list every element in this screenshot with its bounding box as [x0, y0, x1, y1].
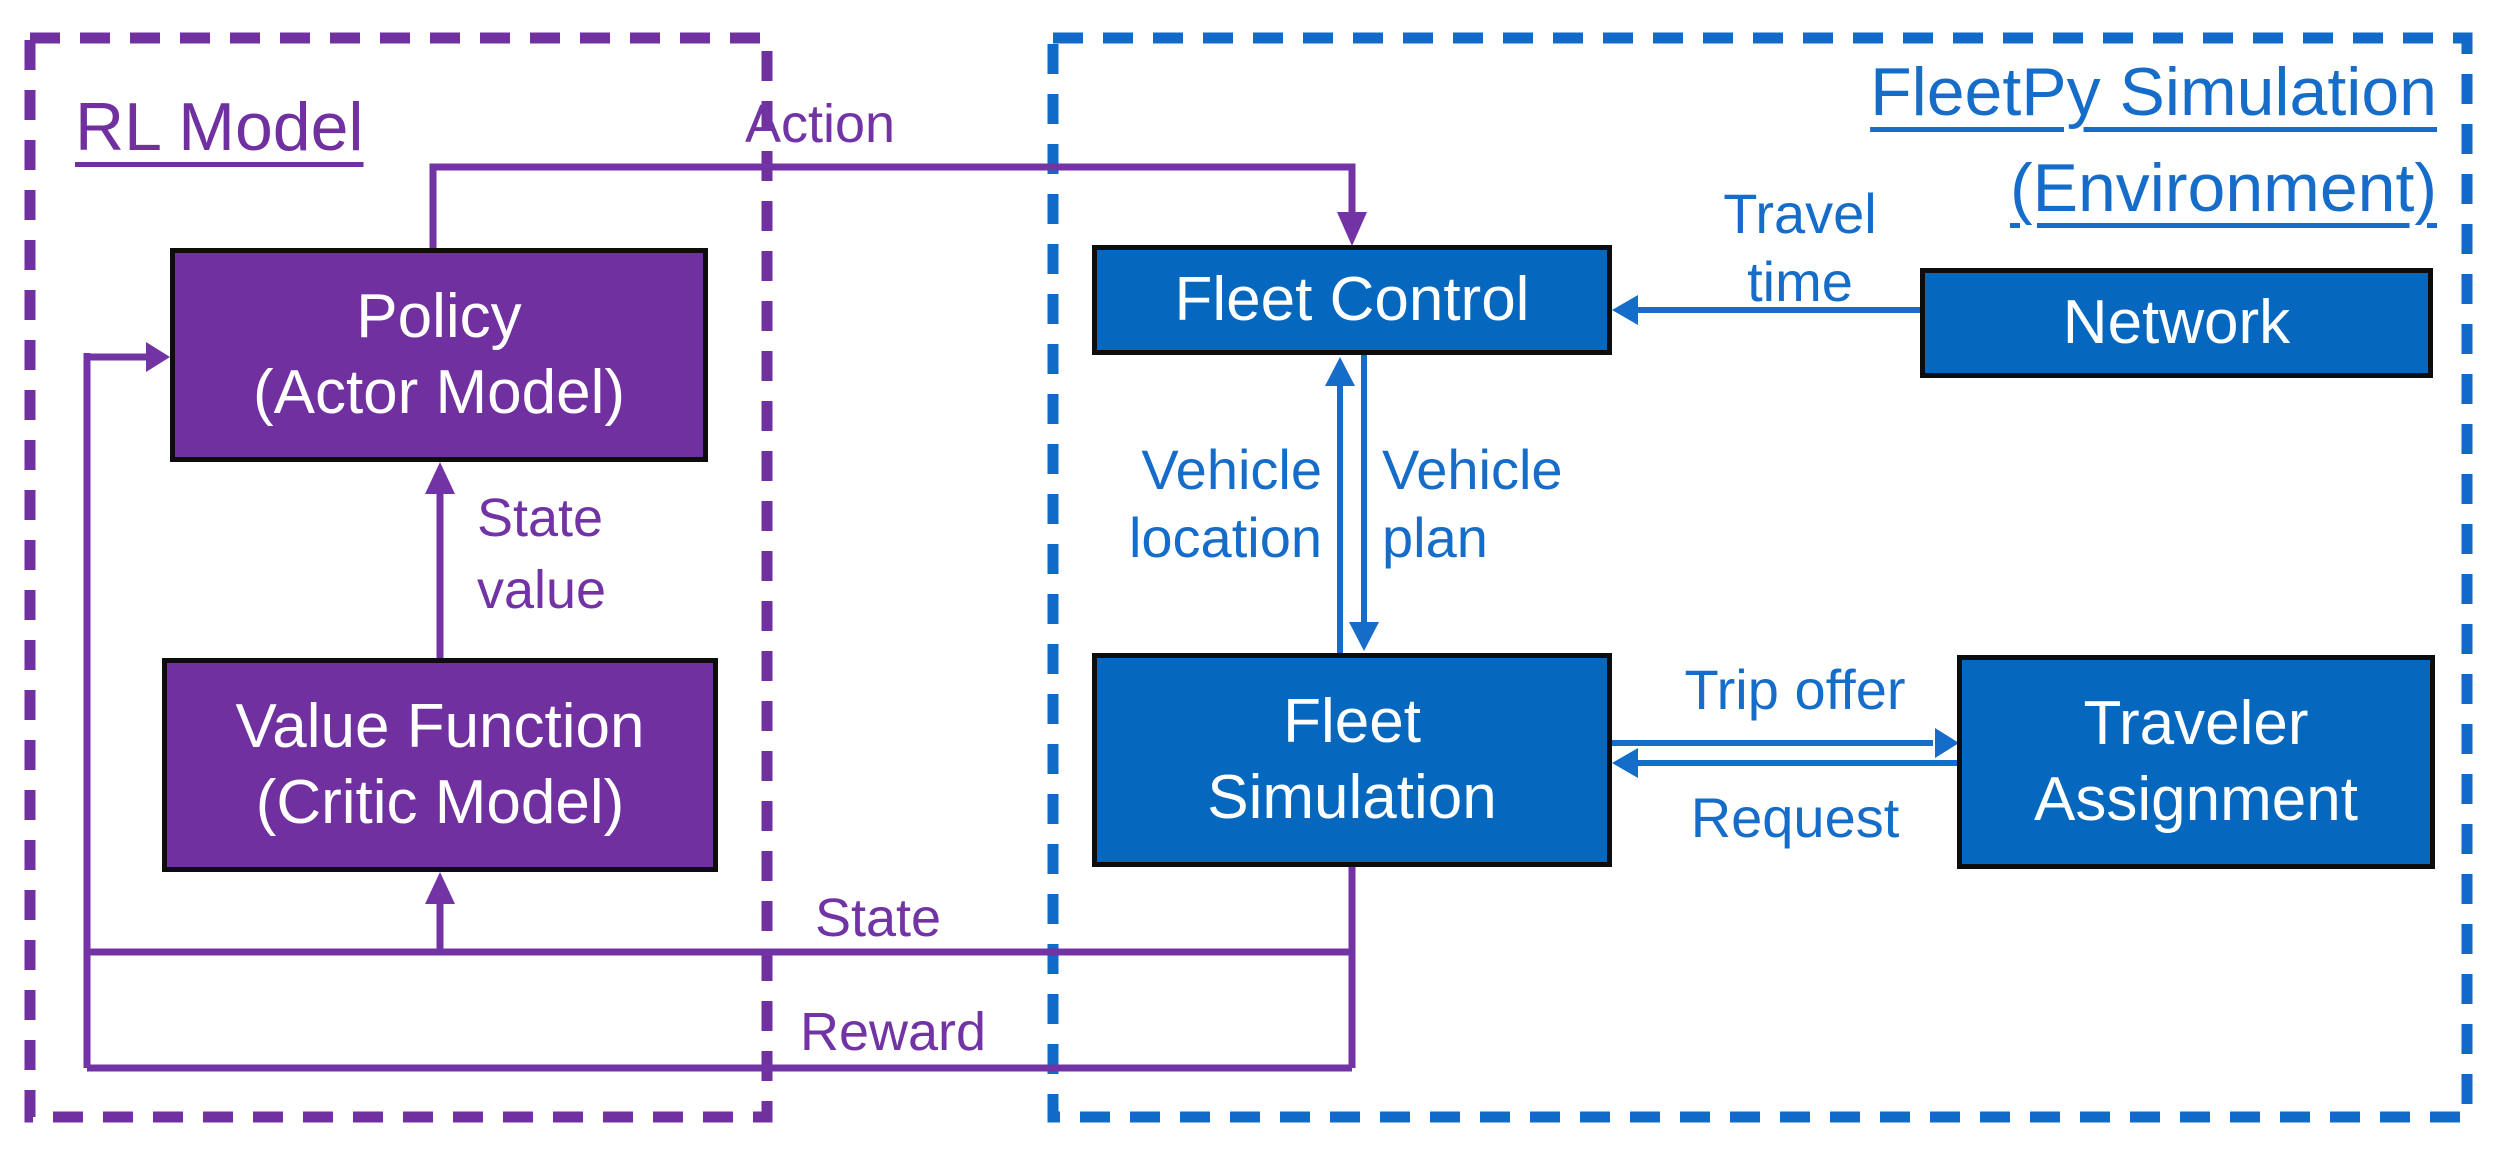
rl-model-dashed-border — [24, 32, 773, 1123]
network-label: Network — [2062, 288, 2291, 357]
action-label: Action — [745, 94, 896, 154]
vehicle-plan-label-line1: Vehicle — [1382, 438, 1563, 501]
traveler-assignment-label-line1: Traveler — [2083, 689, 2309, 758]
value-function-box: Value Function (Critic Model) — [162, 658, 718, 872]
fleet-control-box: Fleet Control — [1092, 245, 1612, 355]
fleetpy-dashed-border — [1047, 32, 2473, 1123]
traveler-assignment-box: Traveler Assignment — [1957, 655, 2435, 869]
network-box: Network — [1920, 268, 2433, 378]
travel-time-label: Travel time — [1660, 180, 1940, 316]
state-value-label-line1: State — [477, 488, 604, 548]
travel-time-arrowhead-icon — [1612, 295, 1638, 325]
state-label: State — [815, 888, 942, 948]
vehicle-location-label: Vehicle location — [1129, 436, 1322, 572]
fleet-simulation-label-line2: Simulation — [1207, 763, 1497, 832]
state-value-arrowhead-icon — [425, 462, 455, 494]
rl-model-title-text: RL Model — [75, 89, 364, 165]
trip-offer-arrowhead-icon — [1935, 728, 1959, 758]
reward-label: Reward — [800, 1002, 987, 1062]
vehicle-location-label-line2: location — [1128, 506, 1322, 569]
traveler-assignment-label-line2: Assignment — [2034, 765, 2358, 834]
trip-offer-label: Trip offer — [1684, 658, 1906, 721]
vehicle-plan-arrowhead-icon — [1349, 622, 1379, 651]
vehicle-plan-label-line2: plan — [1382, 506, 1488, 569]
fleetpy-title-line1: FleetPy Simulation — [1870, 54, 2437, 130]
fleetpy-title: FleetPy Simulation (Environment) — [1870, 44, 2437, 236]
value-function-input-arrowhead-icon — [425, 872, 455, 904]
action-arrowhead-icon — [1337, 212, 1367, 246]
action-arrow-line — [429, 163, 1356, 248]
fleet-simulation-box: Fleet Simulation — [1092, 653, 1612, 867]
policy-input-arrowhead-icon — [146, 342, 170, 372]
policy-label-line1: Policy — [356, 282, 522, 351]
vehicle-plan-label: Vehicle plan — [1382, 436, 1563, 572]
vehicle-location-label-line1: Vehicle — [1141, 438, 1322, 501]
fleet-control-label: Fleet Control — [1174, 265, 1530, 334]
rl-model-title: RL Model — [75, 88, 364, 166]
vehicle-location-arrowhead-icon — [1325, 357, 1355, 386]
policy-label-line2: (Actor Model) — [252, 358, 626, 427]
fleetpy-title-line2: (Environment) — [2009, 150, 2437, 226]
travel-time-label-line1: Travel — [1723, 182, 1877, 245]
value-function-label-line1: Value Function — [235, 692, 645, 761]
request-label: Request — [1690, 786, 1900, 849]
policy-box: Policy (Actor Model) — [170, 248, 708, 462]
fleet-simulation-label-line1: Fleet — [1283, 687, 1421, 756]
travel-time-label-line2: time — [1747, 250, 1853, 313]
state-value-label-line2: value — [477, 560, 607, 620]
state-value-label: State value — [477, 482, 606, 626]
request-arrowhead-icon — [1612, 748, 1638, 778]
value-function-label-line2: (Critic Model) — [255, 768, 625, 837]
